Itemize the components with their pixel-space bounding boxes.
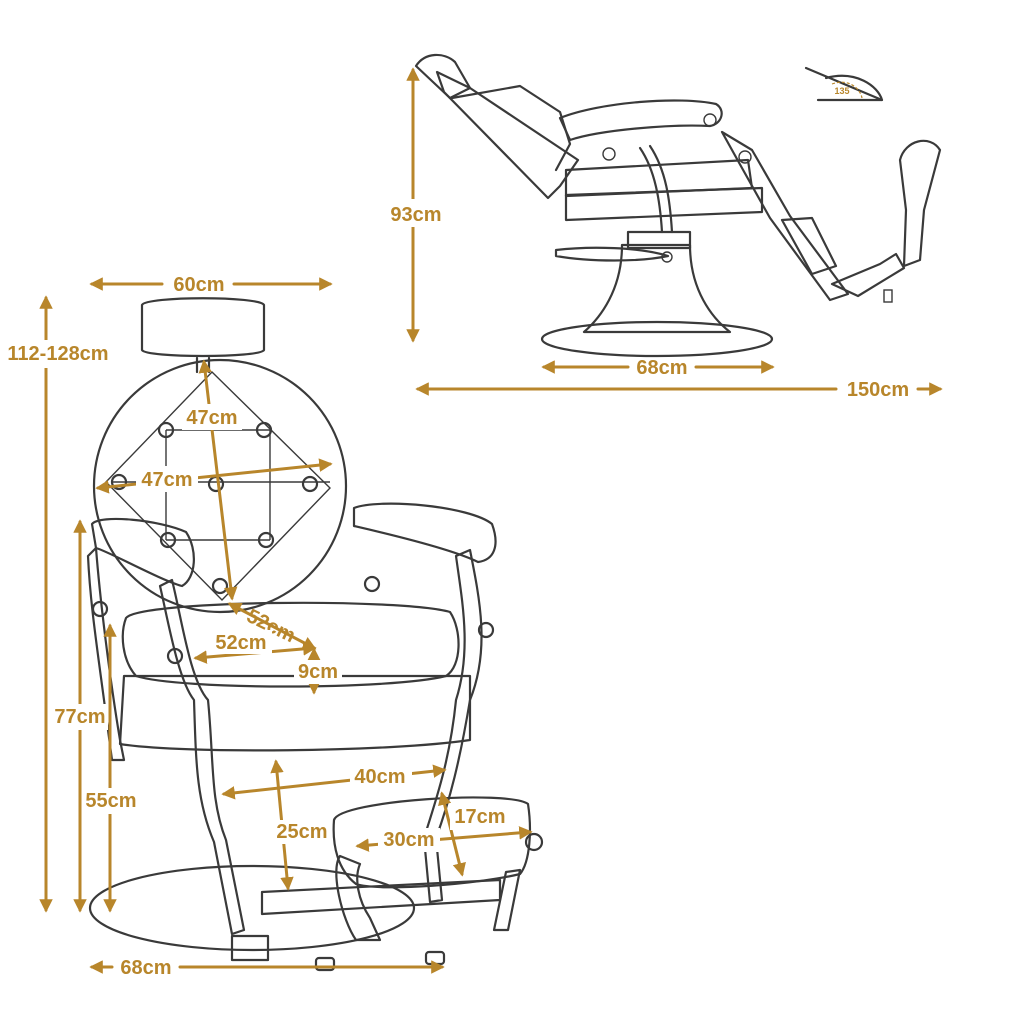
side-height-label: 93cm xyxy=(390,204,441,226)
front-arm-support-left xyxy=(158,578,246,936)
tuft-button xyxy=(211,577,229,595)
front-armrest-left xyxy=(90,517,195,588)
side-backrest xyxy=(435,70,580,200)
tuft-button xyxy=(301,475,319,493)
footrest-distance-label: 40cm xyxy=(354,766,405,788)
dim-line-back-width xyxy=(95,458,333,494)
side-pivot-3 xyxy=(703,113,717,127)
front-side-frame-left xyxy=(86,546,126,762)
side-total-length-label: 150cm xyxy=(847,379,909,401)
side-headrest xyxy=(414,53,472,100)
tuft-button xyxy=(257,531,275,549)
side-foot-plate xyxy=(898,139,942,268)
tuft-button xyxy=(255,421,273,439)
side-footrest xyxy=(830,252,906,298)
side-column-collar xyxy=(626,230,692,250)
tuft-button xyxy=(157,421,175,439)
front-headrest xyxy=(140,297,266,358)
dim-line-seat-depth xyxy=(227,602,317,650)
front-footrest-bracket-left xyxy=(335,854,382,942)
side-leg-rest-frame xyxy=(720,130,850,302)
footrest-width-label: 30cm xyxy=(383,829,434,851)
seat-width-label: 52cm xyxy=(215,632,266,654)
footrest-drop-label: 25cm xyxy=(276,821,327,843)
dimension-labels: 93cm 68cm 150cm 60cm 112-128cm 47cm 47cm… xyxy=(0,199,909,979)
dim-line-footrest-depth xyxy=(438,791,466,877)
recline-angle-indicator: 135 xyxy=(804,66,884,102)
front-base-collar xyxy=(230,934,270,962)
angle-arc-inner xyxy=(831,81,863,99)
side-view-chair xyxy=(414,53,942,358)
side-backrest-padding xyxy=(450,84,572,172)
side-foot-screw xyxy=(883,289,893,303)
front-view-chair xyxy=(86,297,544,972)
cushion-thickness-label: 9cm xyxy=(298,661,338,683)
tuft-button xyxy=(207,475,225,493)
back-width-label: 47cm xyxy=(141,469,192,491)
side-pivot-2 xyxy=(738,150,752,164)
front-base-foot-right xyxy=(424,950,446,966)
back-height-label: 47cm xyxy=(186,407,237,429)
front-pivot-mid xyxy=(166,647,184,665)
front-pivot-left xyxy=(91,600,109,618)
front-footrest-bracket-right xyxy=(492,868,522,932)
side-base-width-label: 68cm xyxy=(636,357,687,379)
side-base-plate xyxy=(540,320,774,358)
side-pedestal xyxy=(582,243,732,334)
front-base-plate xyxy=(88,864,416,952)
side-armrest xyxy=(558,99,723,142)
side-lever-knob xyxy=(661,251,673,263)
dimension-lines xyxy=(39,67,943,974)
front-base-foot-left xyxy=(314,956,336,972)
front-arm-support-right xyxy=(422,548,483,904)
headrest-width-label: 60cm xyxy=(173,274,224,296)
side-pump-lever xyxy=(554,246,670,262)
side-arm-support-2 xyxy=(648,144,674,234)
recline-angle-label: 135 xyxy=(834,86,849,96)
front-pivot-right xyxy=(363,575,381,593)
dim-line-back-height xyxy=(198,359,238,601)
angle-arc xyxy=(824,74,884,102)
armrest-height-label: 77cm xyxy=(54,706,105,728)
base-width-label: 68cm xyxy=(120,957,171,979)
footrest-depth-label: 17cm xyxy=(454,806,505,828)
side-arm-support xyxy=(638,146,664,234)
total-height-label: 112-128cm xyxy=(7,343,108,365)
seat-height-label: 55cm xyxy=(85,790,136,812)
side-leg-pad xyxy=(780,216,838,276)
front-pivot-far-right xyxy=(477,621,495,639)
tuft-button xyxy=(159,531,177,549)
front-armrest-right xyxy=(352,502,497,564)
front-footrest-bar xyxy=(260,878,502,916)
front-seat-base xyxy=(118,674,472,752)
side-pivot-1 xyxy=(602,147,616,161)
